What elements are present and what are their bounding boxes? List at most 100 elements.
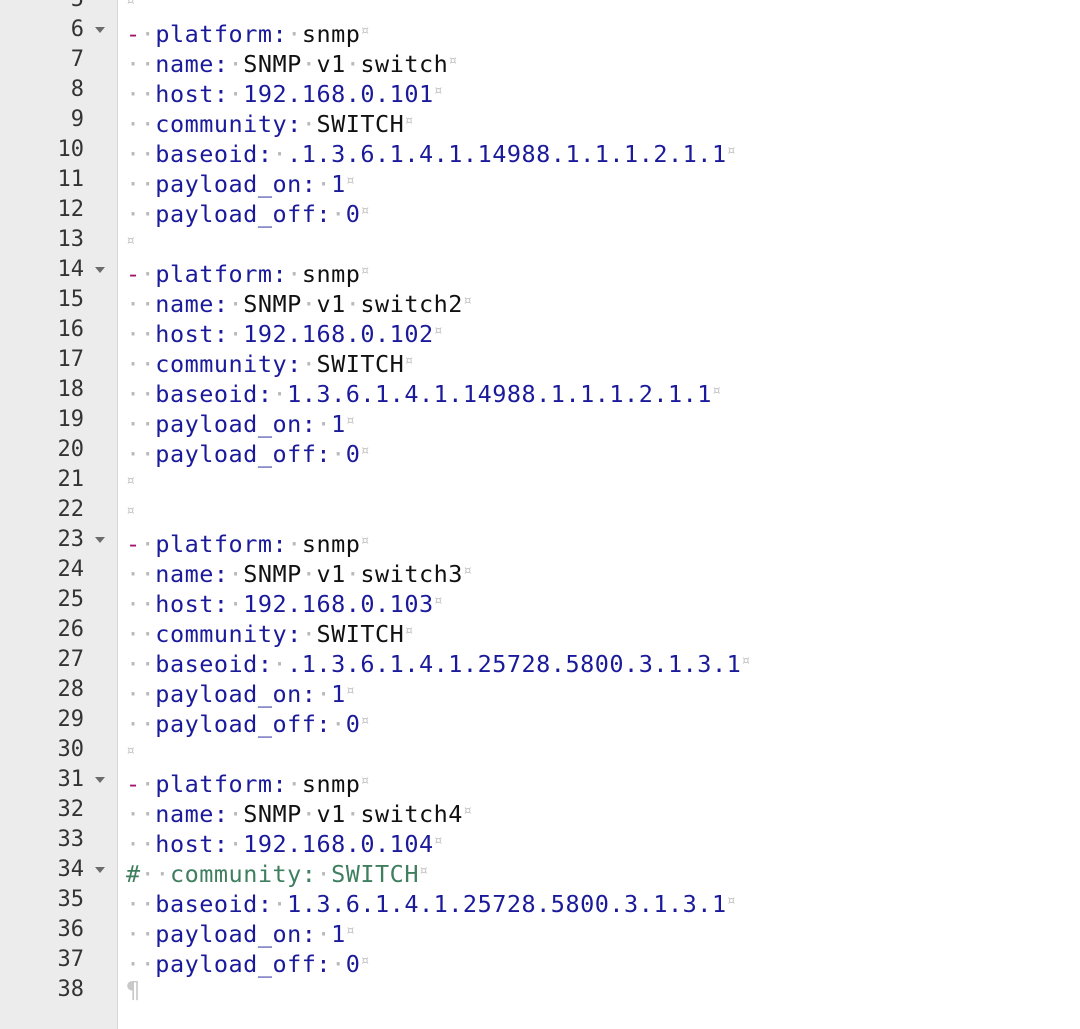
line-end-marker: ¤	[404, 111, 414, 129]
whitespace-marker: ··	[126, 440, 156, 468]
code-line[interactable]: 15··name:·SNMP·v1·switch2¤	[0, 285, 1080, 318]
code-line[interactable]: 22¤	[0, 495, 1080, 525]
code-line[interactable]: 33··host:·192.168.0.104¤	[0, 825, 1080, 858]
fold-toggle-icon[interactable]	[95, 537, 105, 543]
whitespace-marker: ·	[228, 80, 244, 108]
code-line[interactable]: 25··host:·192.168.0.103¤	[0, 585, 1080, 618]
whitespace-marker: ·	[316, 860, 332, 888]
code-line[interactable]: 9··community:·SWITCH¤	[0, 105, 1080, 138]
code-line[interactable]: 8··host:·192.168.0.101¤	[0, 75, 1080, 108]
code-line[interactable]: 38¶	[0, 975, 1080, 1005]
line-number: 32	[57, 797, 85, 822]
code-line[interactable]: 5¤	[0, 0, 1080, 15]
whitespace-marker: ·	[316, 410, 332, 438]
line-end-marker: ¤	[418, 861, 429, 879]
code-line[interactable]: 6-·platform:·snmp¤	[0, 15, 1080, 48]
code-line[interactable]: 35··baseoid:·1.3.6.1.4.1.25728.5800.3.1.…	[0, 885, 1080, 918]
whitespace-marker: ·	[301, 110, 317, 138]
code-token: 1.3.6.1.4.1.14988.1.1.1.2.1.1	[287, 380, 712, 408]
code-line[interactable]: 17··community:·SWITCH¤	[0, 345, 1080, 378]
code-line[interactable]: 21¤	[0, 465, 1080, 495]
code-line[interactable]: 12··payload_off:·0¤	[0, 195, 1080, 228]
whitespace-marker: ·	[272, 380, 288, 408]
code-line[interactable]: 14-·platform:·snmp¤	[0, 255, 1080, 288]
line-number: 14	[57, 257, 85, 282]
code-token: snmp	[301, 20, 361, 48]
line-end-marker: ¤	[345, 171, 356, 189]
code-line[interactable]: 13¤	[0, 225, 1080, 255]
code-line[interactable]: 28··payload_on:·1¤	[0, 675, 1080, 708]
code-token: 0	[345, 710, 361, 738]
whitespace-marker: ·	[287, 770, 302, 798]
code-line[interactable]: 37··payload_off:·0¤	[0, 945, 1080, 978]
code-line[interactable]: 24··name:·SNMP·v1·switch3¤	[0, 555, 1080, 588]
code-line[interactable]: 26··community:·SWITCH¤	[0, 615, 1080, 648]
code-line[interactable]: 31 -·platform:·snmp¤	[0, 765, 1080, 798]
line-end-marker: ¤	[345, 921, 356, 939]
code-line[interactable]: 34#··community:·SWITCH¤	[0, 855, 1080, 888]
line-number: 33	[57, 827, 85, 852]
line-end-marker: ¤	[360, 711, 370, 729]
line-number: 29	[57, 707, 85, 732]
line-content: ··baseoid:·.1.3.6.1.4.1.14988.1.1.1.2.1.…	[126, 135, 736, 169]
line-end-marker: ¤	[360, 771, 370, 789]
code-token: payload_on:	[155, 170, 317, 198]
code-token: payload_off:	[155, 200, 332, 228]
line-content: ··name:·SNMP·v1·switch4¤	[126, 795, 472, 829]
code-token: platform:	[155, 770, 288, 798]
code-line[interactable]: 27··baseoid:·.1.3.6.1.4.1.25728.5800.3.1…	[0, 645, 1080, 678]
fold-toggle-icon[interactable]	[95, 867, 105, 873]
line-content: ··name:·SNMP·v1·switch¤	[126, 45, 458, 79]
code-token: SWITCH	[316, 620, 405, 648]
line-content: ··payload_off:·0¤	[126, 945, 370, 979]
fold-toggle-icon[interactable]	[95, 267, 105, 273]
line-content: ··payload_off:·0¤	[126, 705, 370, 739]
line-content: ··payload_on:·1¤	[126, 165, 355, 199]
code-line[interactable]: 23-·platform:·snmp¤	[0, 525, 1080, 558]
code-token: 0	[345, 200, 361, 228]
code-token: snmp	[301, 260, 361, 288]
line-content: -·platform:·snmp¤	[126, 765, 370, 799]
line-end-marker: ¤	[126, 741, 136, 759]
code-token: SWITCH	[316, 110, 405, 138]
code-token: SNMP	[243, 560, 302, 588]
line-number: 15	[57, 287, 85, 312]
code-token: .1.3.6.1.4.1.25728.5800.3.1.3.1	[287, 650, 742, 678]
line-end-marker: ¤	[360, 201, 370, 219]
line-end-marker: ¤	[404, 621, 414, 639]
code-line[interactable]: 11··payload_on:·1¤	[0, 165, 1080, 198]
code-token: 192.168.0.103	[243, 590, 434, 618]
code-line[interactable]: 16··host:·192.168.0.102¤	[0, 315, 1080, 348]
line-end-marker: ¤	[433, 591, 444, 609]
line-number: 34	[57, 857, 85, 882]
whitespace-marker: ··	[126, 140, 156, 168]
code-token: 1	[331, 410, 346, 438]
whitespace-marker: ·	[228, 830, 244, 858]
whitespace-marker: ·	[316, 920, 332, 948]
line-number: 13	[57, 227, 85, 252]
code-token: host:	[155, 830, 229, 858]
code-line[interactable]: 20··payload_off:·0¤	[0, 435, 1080, 468]
line-content: ¤	[126, 735, 136, 769]
code-line[interactable]: 18··baseoid:·1.3.6.1.4.1.14988.1.1.1.2.1…	[0, 375, 1080, 408]
whitespace-marker: ··	[126, 380, 156, 408]
whitespace-marker: ··	[126, 350, 156, 378]
code-line[interactable]: 36··payload_on:·1¤	[0, 915, 1080, 948]
fold-toggle-icon[interactable]	[95, 27, 105, 33]
whitespace-marker: ··	[126, 920, 156, 948]
code-line[interactable]: 7··name:·SNMP·v1·switch¤	[0, 45, 1080, 78]
line-number: 36	[57, 917, 85, 942]
code-line[interactable]: 19··payload_on:·1¤	[0, 405, 1080, 438]
code-line[interactable]: 30¤	[0, 735, 1080, 765]
code-line[interactable]: 29 ··payload_off:·0¤	[0, 705, 1080, 738]
code-line[interactable]: 10··baseoid:·.1.3.6.1.4.1.14988.1.1.1.2.…	[0, 135, 1080, 168]
code-token: community:	[155, 110, 302, 138]
line-number: 31	[57, 767, 85, 792]
code-line[interactable]: 32 ··name:·SNMP·v1·switch4¤	[0, 795, 1080, 828]
line-number: 25	[57, 587, 85, 612]
code-token: SNMP	[243, 800, 302, 828]
whitespace-marker: ··	[140, 860, 170, 888]
fold-toggle-icon[interactable]	[95, 777, 105, 783]
line-content: ··payload_off:·0¤	[126, 195, 370, 229]
